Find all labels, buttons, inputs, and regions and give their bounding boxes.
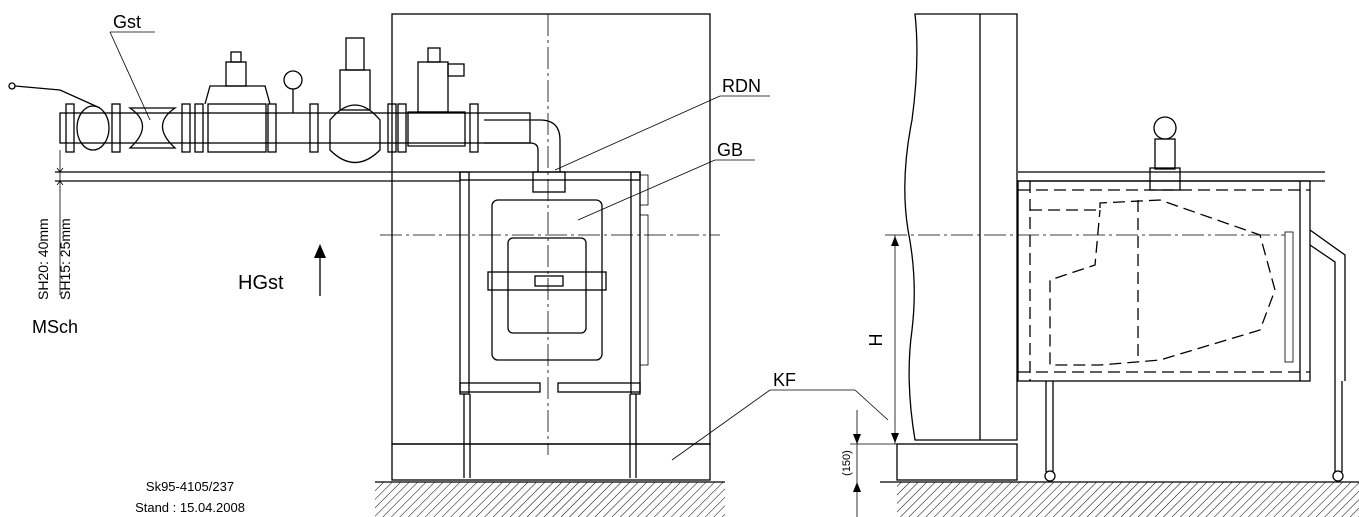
cabinet-side (1017, 180, 1311, 382)
label-hgst: HGst (238, 272, 284, 294)
concrete-base-side (896, 443, 1018, 481)
label-gst: Gst (113, 12, 141, 32)
dimension-base-height: (150) (841, 450, 853, 476)
label-rdn: RDN (722, 76, 761, 96)
wall-section (904, 13, 1018, 441)
drawing-number: Sk95-4105/237 (146, 479, 234, 494)
drawing-date: Stand : 15.04.2008 (135, 500, 245, 515)
dimension-sh15: SH15: 25mm (57, 218, 73, 300)
side-view (850, 13, 1359, 517)
gb-leader (577, 159, 716, 221)
wall-panel (391, 13, 711, 445)
front-view (8, 13, 889, 517)
pipe-end (1153, 116, 1177, 140)
ground (375, 482, 725, 517)
kf-leader-right (854, 389, 889, 421)
label-gb: GB (717, 140, 743, 160)
gas-meter (487, 199, 607, 361)
concrete-base (391, 443, 711, 481)
dimension-sh20: SH20: 40mm (35, 218, 51, 300)
rdn-leader (554, 95, 721, 171)
ground-side (897, 482, 1359, 517)
gst-leader (109, 31, 151, 121)
label-msch: MSch (32, 317, 78, 337)
label-h: H (866, 334, 886, 347)
kf-leader-left (671, 389, 771, 461)
gas-pipeline (8, 37, 566, 193)
meter-hidden-outline (1030, 199, 1276, 366)
label-kf: KF (773, 370, 796, 390)
meter-cabinet (459, 171, 649, 478)
